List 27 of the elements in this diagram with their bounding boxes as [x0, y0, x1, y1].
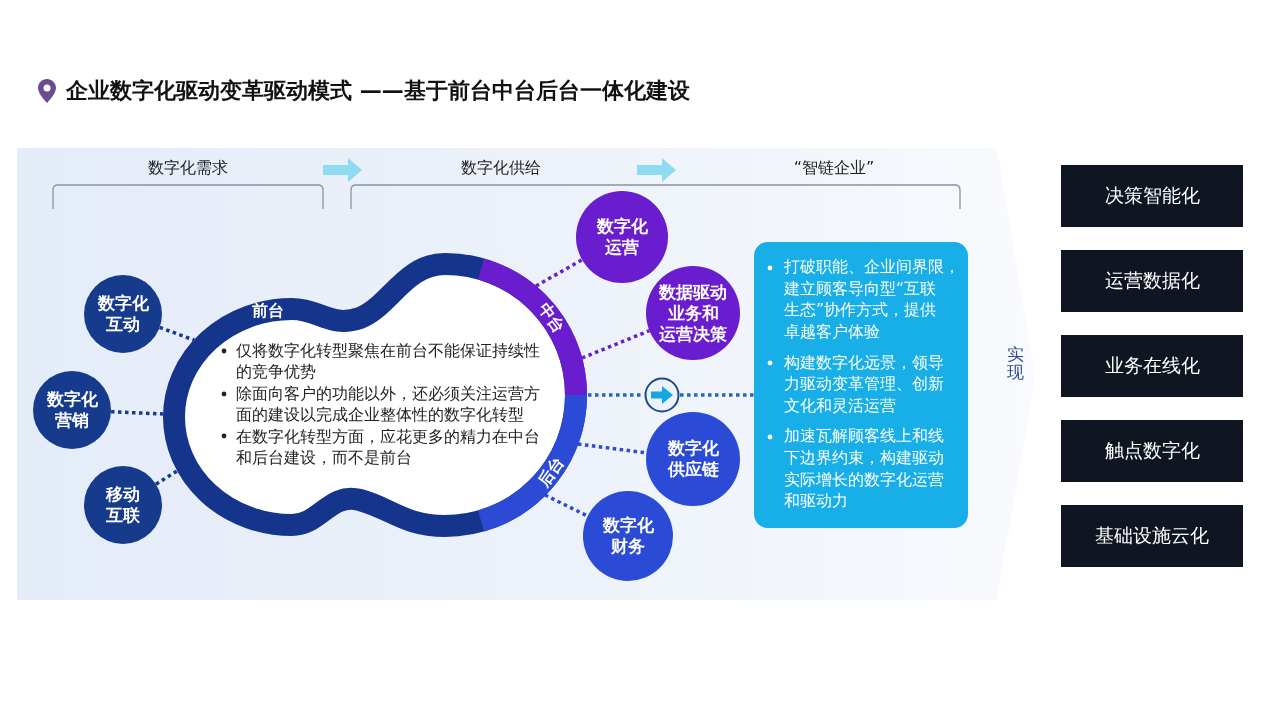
bullet-text: 构建数字化远景，领导力驱动变革管理、创新文化和灵活运营	[784, 352, 945, 417]
dotted-line	[544, 493, 589, 518]
dotted-line	[535, 258, 583, 288]
vertical-label: 实现	[1006, 345, 1024, 381]
bullet-text: 仅将数字化转型聚焦在前台不能保证持续性的竞争优势	[236, 340, 541, 383]
stage-heading: “智链企业”	[793, 157, 875, 179]
bullet-text: 除面向客户的功能以外，还必须关注运营方面的建设以完成企业整体性的数字化转型	[236, 382, 541, 426]
dotted-line	[159, 325, 195, 342]
dotted-line	[588, 393, 644, 397]
title: 企业数字化驱动变革驱动模式 ——基于前台中台后台一体化建设	[66, 77, 690, 105]
result-box: 触点数字化	[1061, 420, 1243, 482]
bullet-text: 打破职能、企业间界限，建立顾客导向型“互联生态”协作方式，提供卓越客户体验	[784, 257, 961, 344]
stage-heading: 数字化需求	[148, 157, 228, 179]
dotted-line	[110, 409, 164, 416]
stage-heading: 数字化供给	[461, 157, 541, 179]
result-box: 业务在线化	[1061, 335, 1243, 397]
dotted-line	[680, 393, 754, 397]
dotted-line	[155, 469, 178, 486]
dotted-line	[581, 329, 651, 360]
dotted-line	[577, 442, 647, 455]
result-box: 基础设施云化	[1061, 505, 1243, 567]
bullet-text: 加速瓦解顾客线上和线下边界约束，构建驱动实际增长的数字化运营和驱动力	[784, 426, 945, 513]
text-card	[754, 242, 968, 528]
result-box: 运营数据化	[1061, 250, 1243, 312]
result-box: 决策智能化	[1061, 165, 1243, 227]
ring-label: 前台	[252, 302, 284, 320]
ring-label: 中台	[534, 299, 568, 337]
